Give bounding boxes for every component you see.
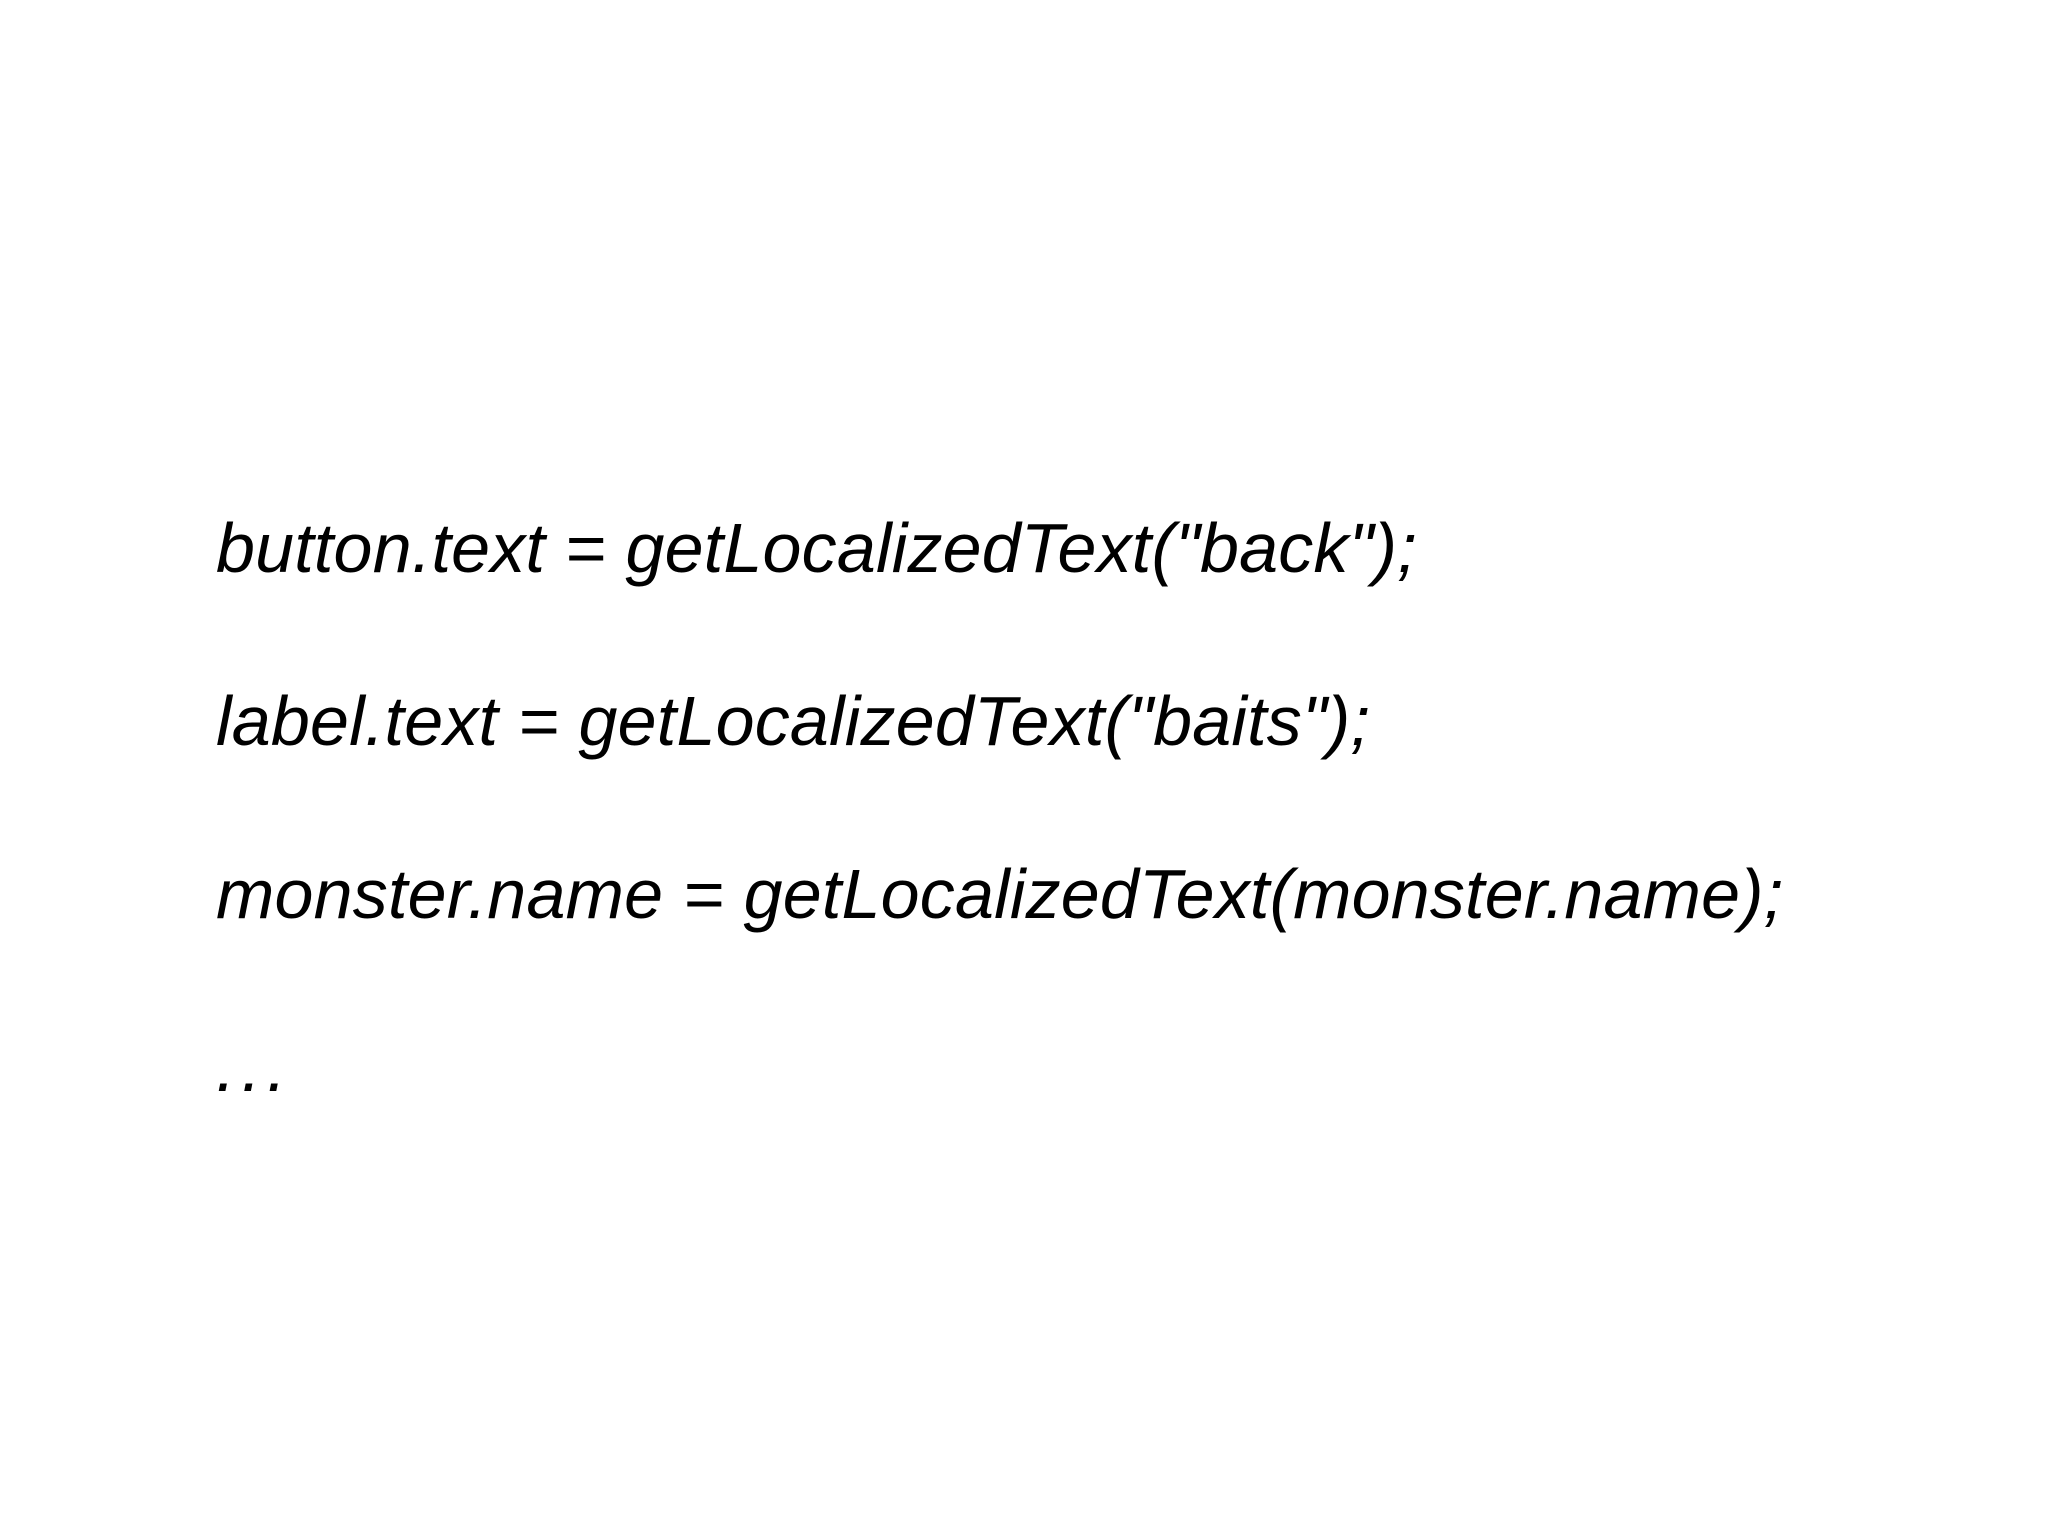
code-line-ellipsis: ... [216,1028,293,1106]
code-line-2: label.text = getLocalizedText("baits"); [216,682,1371,760]
code-snippet-block: button.text = getLocalizedText("back"); … [216,462,1936,1154]
code-line-1: button.text = getLocalizedText("back"); [216,509,1417,587]
code-line-3: monster.name = getLocalizedText(monster.… [216,855,1784,933]
